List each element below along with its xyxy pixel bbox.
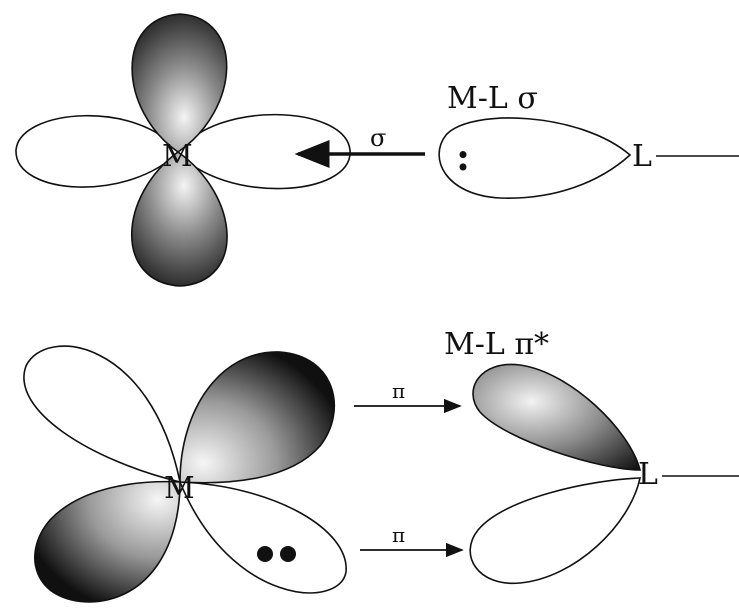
sigma-arrow-label: σ (370, 124, 386, 152)
metal-label-top: M (162, 139, 193, 174)
metal-label-bottom: M (164, 471, 195, 506)
lone-pair-dot-2 (280, 546, 296, 562)
metal-lobe-top (131, 13, 228, 153)
ml-pistar-title: M-L π* (444, 327, 549, 362)
ligand-label-top: L (632, 139, 652, 174)
ligand-sigma-orbital (438, 117, 632, 199)
ligand-label-bottom: L (638, 457, 658, 492)
metal-lobe-bottom (130, 151, 228, 287)
ml-sigma-title: M-L σ (447, 81, 538, 116)
metal-lobe-right (176, 113, 351, 190)
metal-lobe-upper-right (179, 351, 335, 484)
metal-lobe-left (15, 114, 180, 188)
pi-arrow-upper-label: π (392, 379, 405, 403)
lone-pair-dots-top: : (456, 134, 470, 179)
ligand-pistar-orbital-white (469, 477, 641, 585)
metal-lobe-lower-left (34, 480, 181, 603)
top-panel: M σ M-L σ : L (15, 13, 739, 287)
metal-lobe-lower-right (178, 481, 347, 594)
metal-lobe-upper-left (23, 345, 182, 484)
pi-arrow-lower-label: π (392, 523, 405, 547)
lone-pair-dot-1 (257, 546, 273, 562)
bottom-panel: M π π M-L π* L (23, 327, 739, 603)
ligand-pistar-orbital-shaded (472, 363, 642, 471)
